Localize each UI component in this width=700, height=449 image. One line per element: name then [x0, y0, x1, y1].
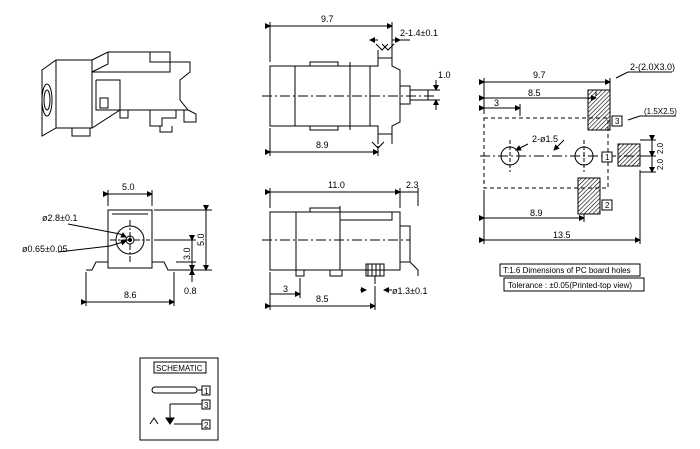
pcb-dim-3-label: 3 [494, 98, 499, 108]
note-thickness: T:1.6 Dimensions of PC board holes [503, 266, 631, 275]
side-offset-label: 3 [283, 284, 288, 294]
pcb-pads [577, 89, 641, 215]
pad-2 [577, 177, 601, 215]
front-view [57, 190, 212, 306]
side-length-label: 11.0 [328, 180, 345, 190]
schematic-pin1-label: 1 [204, 387, 209, 396]
top-side-label: 1.0 [438, 70, 451, 80]
side-view [262, 188, 419, 310]
pcb-dim-8-9-label: 8.9 [530, 208, 543, 218]
schematic-pin1-box [201, 385, 211, 396]
pcb-notes [499, 263, 645, 292]
pcb-total-width-label: 9.7 [533, 70, 546, 80]
pcb-dim-2-0-a-label: 2.0 [656, 142, 665, 154]
front-base-width-label: 8.6 [124, 290, 137, 300]
side-protrude-label: 2.3 [406, 180, 419, 190]
schematic-pin3-label: 3 [204, 401, 209, 410]
top-depth-label: 8.9 [316, 140, 329, 150]
isometric-view [41, 51, 197, 137]
pcb-pin1-label: 1 [605, 153, 610, 162]
note-tolerance: Tolerance : ±0.05(Printed-top view) [508, 281, 632, 290]
top-view [262, 22, 440, 156]
side-pin-dia-label: ø1.3±0.1 [392, 286, 427, 296]
pcb-pad-size-3-label: (1.5X2.5) [644, 107, 677, 116]
front-height-small-label: 3.0 [182, 247, 192, 260]
pcb-dim-2-0-b-label: 2.0 [656, 158, 665, 170]
schematic-box [139, 357, 219, 441]
front-height-label: 5.0 [196, 233, 206, 246]
front-hole-small-label: ø0.65±0.05 [22, 244, 67, 254]
schematic-pin3-box [201, 399, 211, 410]
top-width-label: 9.7 [321, 14, 334, 24]
pad-1 [617, 143, 641, 167]
pcb-pin2-label: 2 [605, 201, 610, 210]
pad-3 [587, 89, 611, 131]
pcb-pad-size-label: 2-(2.0X3.0) [630, 62, 675, 72]
pcb-pin3-label: 3 [615, 117, 620, 126]
top-pin-width-label: 2-1.4±0.1 [400, 28, 438, 38]
schematic-pin2-box [201, 419, 211, 430]
front-width-label: 5.0 [122, 182, 135, 192]
pcb-layout [479, 71, 676, 244]
pcb-holes-label: 2-ø1.5 [532, 134, 558, 144]
schematic-pin2-label: 2 [204, 421, 209, 430]
front-hole-large-label: ø2.8±0.1 [42, 213, 77, 223]
front-pin-height-label: 0.8 [184, 286, 197, 296]
pcb-dim-13-5-label: 13.5 [553, 230, 571, 240]
schematic-title: SCHEMATIC [156, 364, 203, 373]
pcb-dim-8-5-label: 8.5 [528, 88, 541, 98]
side-pin-pos-label: 8.5 [316, 294, 329, 304]
